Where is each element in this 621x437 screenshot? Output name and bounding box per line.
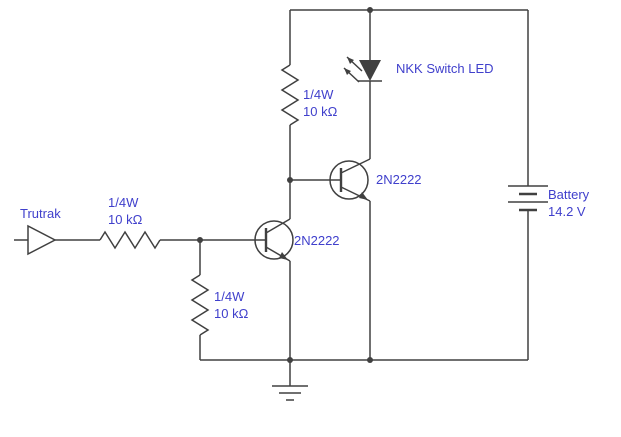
battery-name-label: Battery: [548, 187, 590, 202]
transistor-q2-icon: [329, 158, 371, 202]
led-label: NKK Switch LED: [396, 61, 494, 76]
q2-body-circle: [329, 160, 369, 200]
junction-dot: [287, 177, 293, 183]
input-resistor-icon: [99, 230, 161, 250]
ground-icon: [272, 360, 308, 401]
q1-collector-lead: [265, 218, 291, 234]
input-triangle-icon: [27, 224, 57, 256]
input-resistor-value: 10 kΩ: [108, 212, 143, 227]
led-triangle: [359, 60, 381, 81]
q1-emitter-arrow: [279, 252, 288, 260]
battery-icon: [508, 185, 548, 212]
transistor-q2-label: 2N2222: [376, 172, 422, 187]
q2-emitter-arrow: [359, 192, 368, 200]
led-emission-arrowhead-2: [344, 68, 351, 75]
pulldown-resistor-rating: 1/4W: [214, 289, 245, 304]
collector-resistor-rating: 1/4W: [303, 87, 334, 102]
transistor-q1-label: 2N2222: [294, 233, 340, 248]
junction-dot: [197, 237, 203, 243]
junction-dot: [367, 7, 373, 13]
collector-resistor-icon: [280, 64, 300, 126]
input-resistor-rating: 1/4W: [108, 195, 139, 210]
collector-resistor-value: 10 kΩ: [303, 104, 338, 119]
input-label: Trutrak: [20, 206, 61, 221]
junction-dot: [287, 357, 293, 363]
input-source-symbol: [27, 224, 57, 256]
led-icon: [343, 56, 382, 83]
pulldown-resistor-value: 10 kΩ: [214, 306, 249, 321]
led-emission-arrowhead-1: [347, 57, 354, 64]
junction-dots: [197, 7, 373, 363]
q1-body-circle: [254, 220, 294, 260]
wire-segments: [14, 9, 529, 361]
transistor-q1-icon: [254, 218, 294, 262]
q2-collector-lead: [340, 158, 371, 174]
battery-voltage-label: 14.2 V: [548, 204, 586, 219]
pulldown-resistor-icon: [190, 274, 210, 336]
junction-dot: [367, 357, 373, 363]
